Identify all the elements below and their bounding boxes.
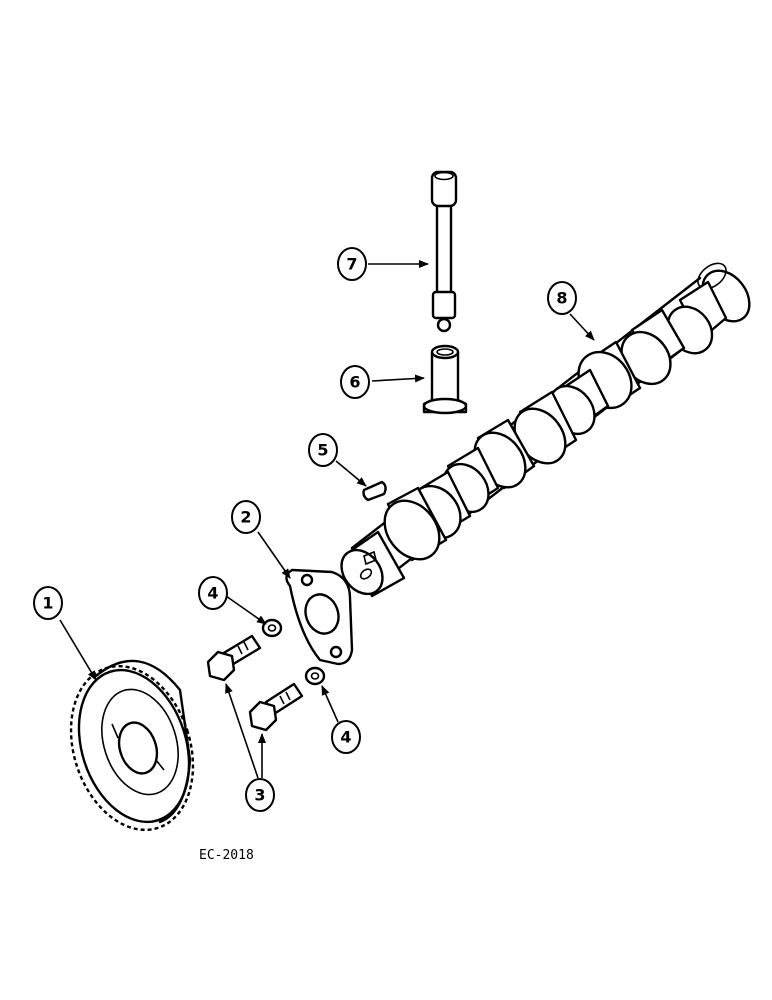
callout-1: 1 bbox=[33, 586, 63, 620]
callout-2-label: 2 bbox=[240, 508, 251, 527]
callout-3: 3 bbox=[245, 778, 275, 812]
lock-washer-upper bbox=[261, 618, 283, 638]
callout-3-label: 3 bbox=[254, 786, 265, 805]
callout-6: 6 bbox=[340, 365, 370, 399]
tappet bbox=[422, 344, 468, 415]
callout-7-label: 7 bbox=[346, 255, 357, 274]
callout-6-label: 6 bbox=[349, 373, 360, 392]
callout-4-upper-label: 4 bbox=[207, 584, 218, 603]
woodruff-key bbox=[362, 480, 387, 502]
lock-washer-lower bbox=[304, 666, 326, 686]
callout-1-label: 1 bbox=[42, 594, 53, 613]
callout-2: 2 bbox=[231, 500, 261, 534]
thrust-plate bbox=[285, 568, 354, 666]
callout-4-upper: 4 bbox=[198, 576, 228, 610]
callout-7: 7 bbox=[337, 247, 367, 281]
callout-4-lower: 4 bbox=[331, 720, 361, 754]
drawing-code: EC-2018 bbox=[199, 848, 254, 863]
callout-8-label: 8 bbox=[556, 289, 567, 308]
camshaft bbox=[340, 262, 751, 598]
bolt-lower bbox=[248, 682, 304, 732]
leader-lines bbox=[59, 260, 595, 779]
callout-8: 8 bbox=[547, 281, 577, 315]
cam-gear bbox=[69, 659, 195, 832]
bolt-upper bbox=[206, 634, 262, 682]
push-rod bbox=[430, 170, 458, 333]
callout-5: 5 bbox=[308, 433, 338, 467]
callout-5-label: 5 bbox=[317, 441, 328, 460]
callout-4-lower-label: 4 bbox=[340, 728, 351, 747]
